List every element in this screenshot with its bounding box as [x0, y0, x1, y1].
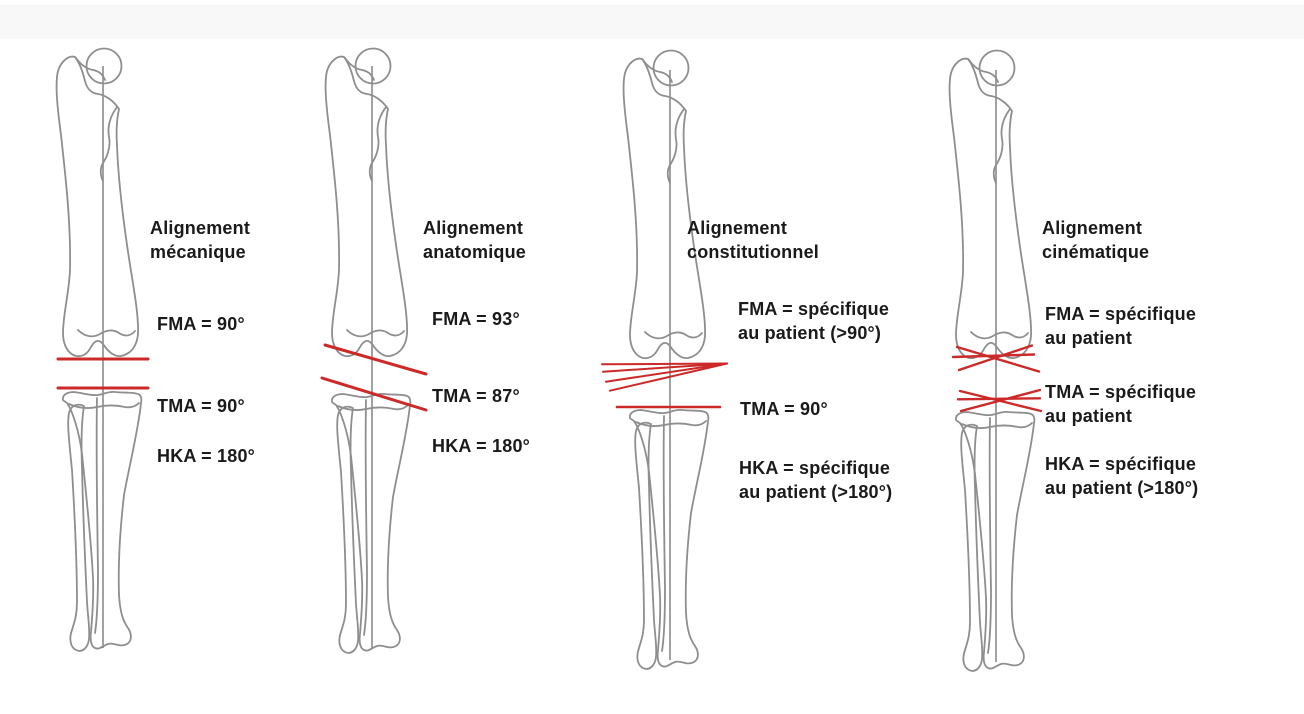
femur-drawing: [324, 47, 408, 358]
fma-label: FMA = spécifique au patient (>90°): [738, 299, 890, 343]
femoral-cut-fan-lines: [601, 362, 728, 392]
femoral-cut-line: [323, 343, 428, 376]
hka-label: HKA = spécifique au patient (>180°): [1045, 454, 1199, 498]
tibia-fibula-drawing: [330, 392, 412, 654]
leg-anatomical: [324, 47, 412, 654]
fma-label: FMA = 93°: [432, 309, 520, 329]
mechanical-axis-lines: [102, 66, 997, 662]
panel-heading: Alignement anatomique: [423, 218, 527, 262]
panel-heading: Alignement mécanique: [150, 218, 251, 262]
background-band: [0, 5, 1304, 39]
bone-drawings: [55, 47, 1036, 672]
femur-drawing: [55, 47, 139, 358]
leg-kinematic: [948, 49, 1036, 672]
femur-drawing: [948, 49, 1032, 360]
hka-label: HKA = 180°: [157, 446, 256, 466]
tma-label: TMA = 87°: [432, 386, 520, 406]
tibia-fibula-drawing: [954, 410, 1036, 672]
hka-label: HKA = spécifique au patient (>180°): [739, 458, 893, 502]
cut-lines: [56, 343, 1043, 413]
tma-label: TMA = spécifique au patient: [1045, 382, 1197, 426]
tibia-fibula-drawing: [61, 390, 143, 652]
femoral-cut-cross-lines: [951, 344, 1041, 373]
femur-drawing: [622, 49, 706, 360]
tibial-cut-cross-lines: [956, 388, 1043, 413]
tibial-cut-line: [320, 376, 428, 412]
hka-label: HKA = 180°: [432, 436, 531, 456]
panel-heading: Alignement constitutionnel: [687, 218, 819, 262]
fma-label: FMA = spécifique au patient: [1045, 304, 1197, 348]
leg-mechanical: [55, 47, 143, 652]
tma-label: TMA = 90°: [157, 396, 245, 416]
fma-label: FMA = 90°: [157, 314, 245, 334]
tma-label: TMA = 90°: [740, 399, 828, 419]
tibia-fibula-drawing: [628, 408, 710, 670]
panel-heading: Alignement cinématique: [1042, 218, 1150, 262]
leg-constitutional: [622, 49, 710, 670]
